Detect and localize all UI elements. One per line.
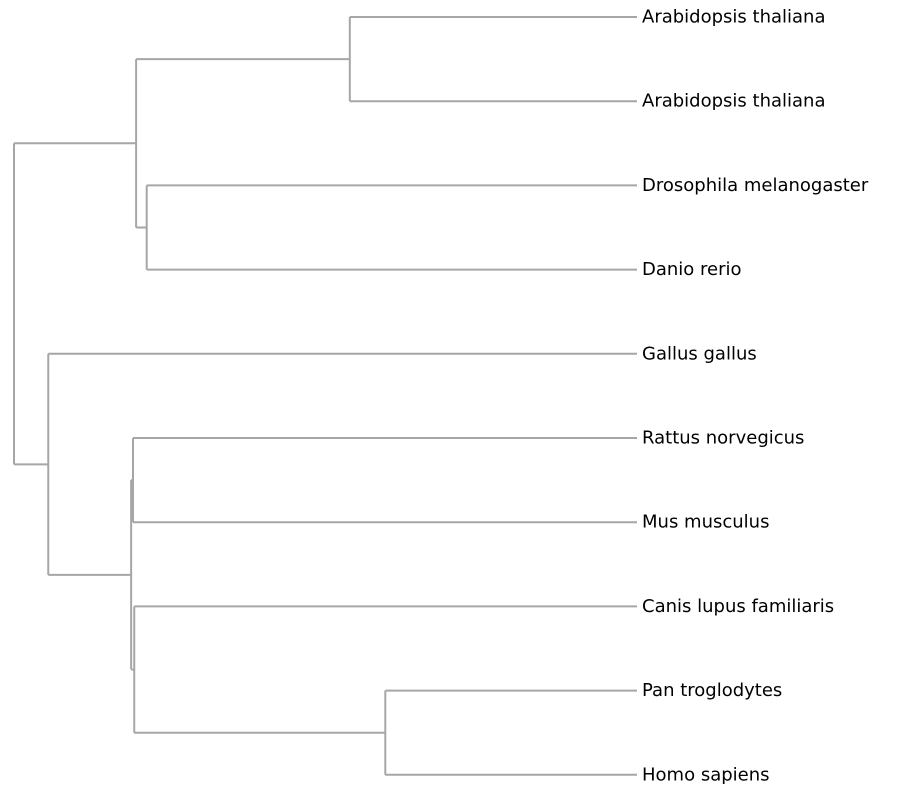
branches [13,16,637,776]
leaf-label: Drosophila melanogaster [642,175,869,196]
leaf-label: Rattus norvegicus [642,428,804,449]
leaf-label: Arabidopsis thaliana [642,91,825,112]
leaf-label: Canis lupus familiaris [642,596,834,617]
leaf-label: Pan troglodytes [642,680,782,701]
leaf-label: Danio rerio [642,259,742,280]
leaf-label: Arabidopsis thaliana [642,7,825,28]
leaf-label: Gallus gallus [642,343,757,364]
leaf-label: Homo sapiens [642,764,770,785]
leaf-label: Mus musculus [642,512,769,533]
